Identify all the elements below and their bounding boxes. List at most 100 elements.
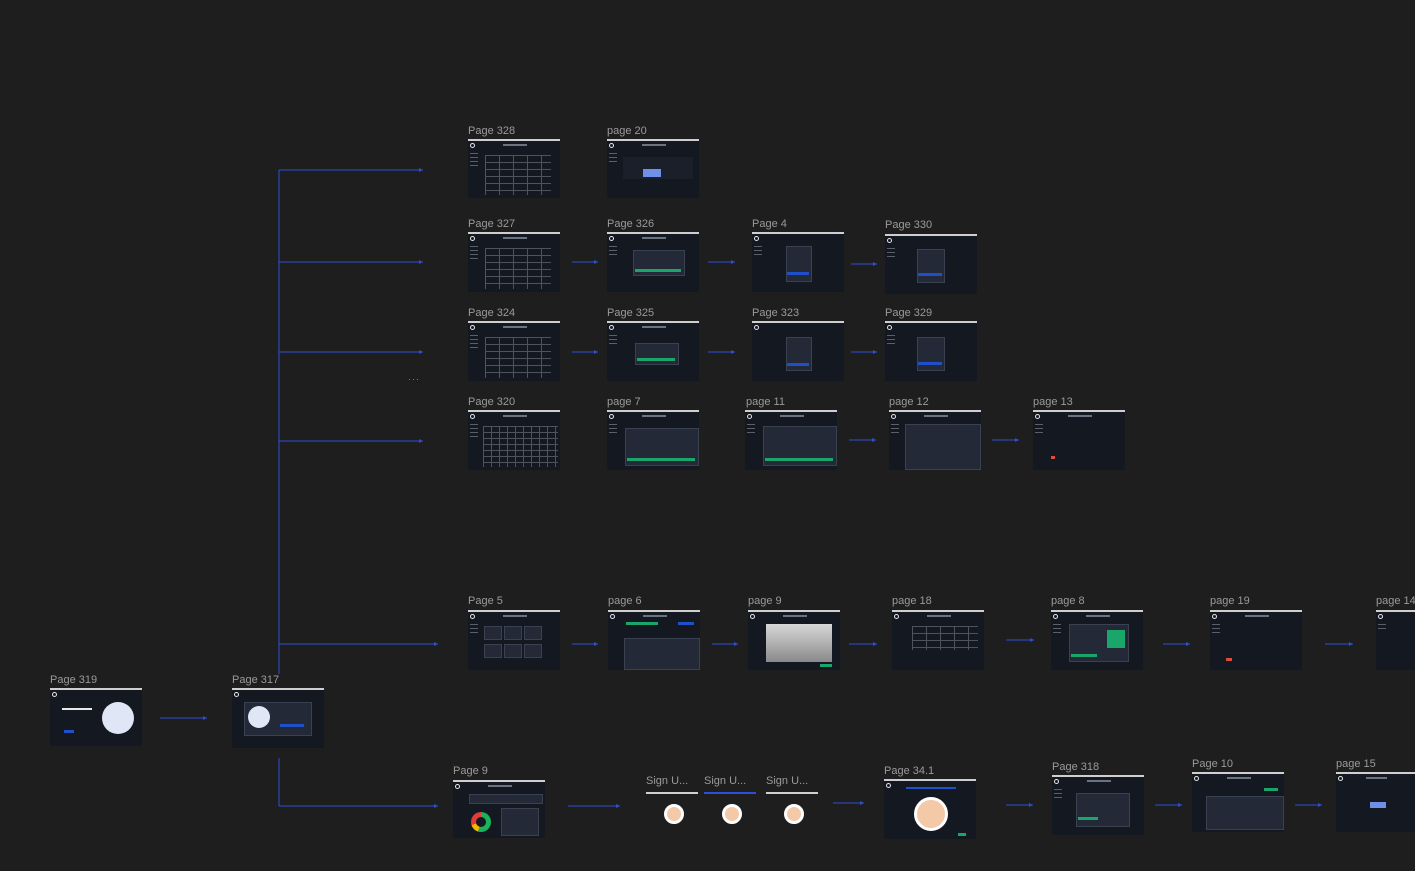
frame-label-page-4: Page 4 bbox=[752, 218, 787, 230]
frame-page-10[interactable] bbox=[1192, 772, 1284, 832]
frame-label-page-34-1: Page 34.1 bbox=[884, 765, 934, 777]
logo-icon bbox=[470, 325, 475, 330]
frame-page-318[interactable] bbox=[1052, 775, 1144, 835]
frame-page-325[interactable] bbox=[607, 321, 699, 381]
frame-label-page-8: page 8 bbox=[1051, 595, 1085, 607]
logo-icon bbox=[754, 325, 759, 330]
logo-icon bbox=[609, 325, 614, 330]
frame-page-320[interactable] bbox=[468, 410, 560, 470]
frame-label-page-18: page 18 bbox=[892, 595, 932, 607]
frame-page-330[interactable] bbox=[885, 234, 977, 294]
frame-page-317[interactable] bbox=[232, 688, 324, 748]
frame-page-20[interactable] bbox=[607, 139, 699, 198]
logo-icon bbox=[1054, 779, 1059, 784]
logo-icon bbox=[1378, 614, 1383, 619]
logo-icon bbox=[609, 236, 614, 241]
table-preview bbox=[485, 337, 551, 378]
frame-sign-up-3[interactable] bbox=[766, 792, 818, 829]
logo-icon bbox=[754, 236, 759, 241]
table-preview bbox=[485, 248, 551, 289]
frame-label-page-317: Page 317 bbox=[232, 674, 279, 686]
frame-page-18[interactable] bbox=[892, 610, 984, 670]
more-horizontal-icon[interactable]: ··· bbox=[408, 374, 420, 384]
logo-icon bbox=[891, 414, 896, 419]
logo-icon bbox=[894, 614, 899, 619]
frame-page-19[interactable] bbox=[1210, 610, 1302, 670]
frame-label-sign-up-1: Sign U... bbox=[646, 775, 688, 787]
frame-page-328[interactable] bbox=[468, 139, 560, 198]
frame-label-page-318: Page 318 bbox=[1052, 761, 1099, 773]
frame-label-page-13: page 13 bbox=[1033, 396, 1073, 408]
frame-page-323[interactable] bbox=[752, 321, 844, 381]
logo-icon bbox=[1194, 776, 1199, 781]
frame-page-8[interactable] bbox=[1051, 610, 1143, 670]
table-preview bbox=[485, 155, 551, 195]
logo-icon bbox=[609, 414, 614, 419]
frame-label-page-330: Page 330 bbox=[885, 219, 932, 231]
logo-icon bbox=[455, 784, 460, 789]
frame-page-329[interactable] bbox=[885, 321, 977, 381]
frame-page-11[interactable] bbox=[745, 410, 837, 470]
frame-label-page-329: Page 329 bbox=[885, 307, 932, 319]
frame-page-326[interactable] bbox=[607, 232, 699, 292]
frame-page-9-dashboard[interactable] bbox=[453, 780, 545, 838]
frame-page-12[interactable] bbox=[889, 410, 981, 470]
logo-icon bbox=[470, 236, 475, 241]
donut-chart bbox=[471, 812, 491, 832]
frame-sign-up-1[interactable] bbox=[646, 792, 698, 829]
frame-label-page-320: Page 320 bbox=[468, 396, 515, 408]
group-photo bbox=[766, 624, 832, 662]
frame-page-34-1[interactable] bbox=[884, 779, 976, 839]
frame-label-page-12: page 12 bbox=[889, 396, 929, 408]
logo-icon bbox=[470, 614, 475, 619]
frame-label-page-6: page 6 bbox=[608, 595, 642, 607]
frame-page-327[interactable] bbox=[468, 232, 560, 292]
frame-label-page-7: page 7 bbox=[607, 396, 641, 408]
frame-label-sign-up-2: Sign U... bbox=[704, 775, 746, 787]
logo-icon bbox=[1212, 614, 1217, 619]
logo-icon bbox=[610, 614, 615, 619]
avatar bbox=[664, 804, 684, 824]
frame-page-5[interactable] bbox=[468, 610, 560, 670]
frame-label-page-9: page 9 bbox=[748, 595, 782, 607]
frame-label-page-10: Page 10 bbox=[1192, 758, 1233, 770]
frame-label-page-19: page 19 bbox=[1210, 595, 1250, 607]
logo-icon bbox=[887, 238, 892, 243]
logo-icon bbox=[750, 614, 755, 619]
frame-page-13[interactable] bbox=[1033, 410, 1125, 470]
frame-label-page-324: Page 324 bbox=[468, 307, 515, 319]
logo-icon bbox=[886, 783, 891, 788]
frame-page-7[interactable] bbox=[607, 410, 699, 470]
avatar bbox=[722, 804, 742, 824]
frame-sign-up-2[interactable] bbox=[704, 792, 756, 829]
logo-icon bbox=[52, 692, 57, 697]
frame-label-page-20: page 20 bbox=[607, 125, 647, 137]
frame-page-6[interactable] bbox=[608, 610, 700, 670]
frame-label-page-9b: Page 9 bbox=[453, 765, 488, 777]
frame-label-page-325: Page 325 bbox=[607, 307, 654, 319]
logo-icon bbox=[887, 325, 892, 330]
logo-icon bbox=[1338, 776, 1343, 781]
frame-label-sign-up-3: Sign U... bbox=[766, 775, 808, 787]
frame-page-14[interactable] bbox=[1376, 610, 1415, 670]
logo-icon bbox=[609, 143, 614, 148]
frame-page-324[interactable] bbox=[468, 321, 560, 381]
hero-illustration bbox=[102, 702, 134, 734]
frame-label-page-11: page 11 bbox=[746, 396, 785, 408]
frame-label-page-328: Page 328 bbox=[468, 125, 515, 137]
frame-label-page-5: Page 5 bbox=[468, 595, 503, 607]
frame-label-page-323: Page 323 bbox=[752, 307, 799, 319]
frame-page-9-photo[interactable] bbox=[748, 610, 840, 670]
logo-icon bbox=[234, 692, 239, 697]
logo-icon bbox=[747, 414, 752, 419]
frame-page-319[interactable] bbox=[50, 688, 142, 746]
frame-label-page-14: page 14 bbox=[1376, 595, 1415, 607]
logo-icon bbox=[470, 414, 475, 419]
logo-icon bbox=[1053, 614, 1058, 619]
frame-page-4[interactable] bbox=[752, 232, 844, 292]
frame-label-page-326: Page 326 bbox=[607, 218, 654, 230]
frame-label-page-327: Page 327 bbox=[468, 218, 515, 230]
frame-page-15[interactable] bbox=[1336, 772, 1415, 832]
